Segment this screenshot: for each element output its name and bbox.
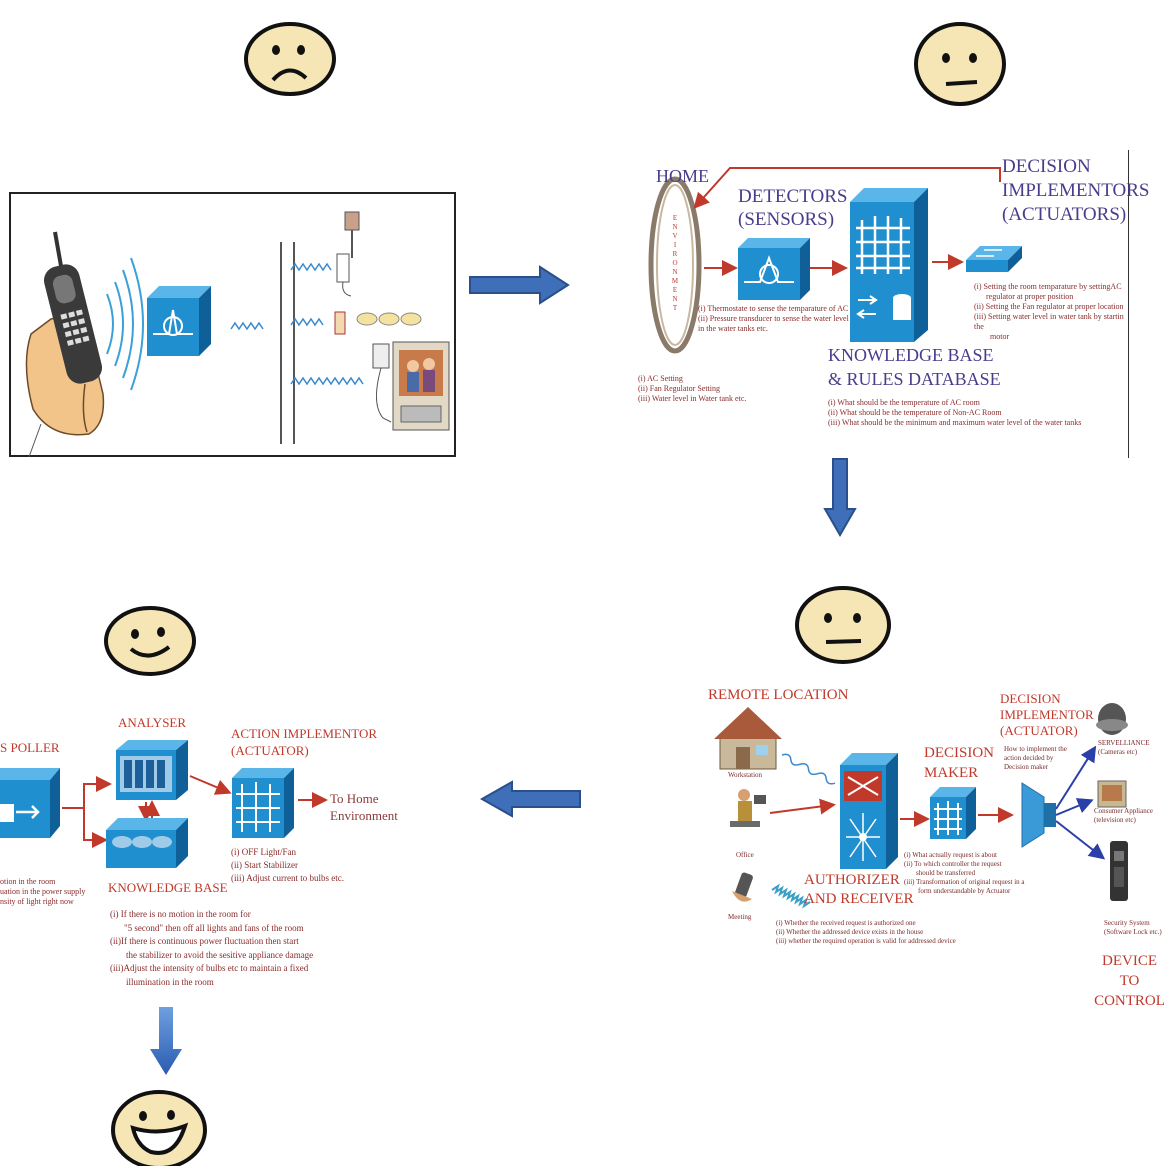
knowledge-base-label: KNOWLEDGE BASE & RULES DATABASE: [828, 345, 1001, 389]
device-to-control-label: DEVICE TO CONTROL: [1094, 953, 1165, 1009]
remote-control-illustration: [9, 192, 456, 458]
knowledge-base-label-2: KNOWLEDGE BASE: [108, 880, 228, 895]
security-system-label: Security System (Software Lock etc.): [1104, 919, 1162, 936]
environment-letter: V: [672, 232, 678, 240]
workstation-label: Workstation: [728, 771, 763, 779]
neutral-face-icon: [914, 22, 1006, 106]
environment-letter: R: [672, 250, 678, 258]
meeting-label: Meeting: [728, 913, 752, 921]
remote-control-diagram: REMOTE LOCATION Workstation Office Meeti…: [700, 685, 1167, 1009]
neutral-face-icon-2: [795, 586, 891, 664]
poller-notes: otion in the room uation in the power su…: [0, 877, 86, 906]
action-notes: (i) OFF Light/Fan (ii) Start Stabilizer …: [231, 847, 344, 883]
arrow-right-icon: [469, 265, 570, 305]
actuator-notes: (i) Setting the room temparature by sett…: [974, 282, 1124, 341]
office-label: Office: [736, 851, 754, 859]
environment-letter: E: [672, 214, 678, 222]
knowledge-base-notes-2: (i) If there is no motion in the room fo…: [110, 909, 314, 987]
action-implementor-label: ACTION IMPLEMENTOR (ACTUATOR): [231, 726, 378, 758]
implementor-note: How to implement the action decided by D…: [1004, 745, 1067, 771]
decision-maker-notes: (i) What actually request is about (ii) …: [904, 851, 1025, 895]
environment-letter: I: [673, 241, 677, 249]
environment-letter: O: [672, 259, 678, 267]
detectors-label: DETECTORS (SENSORS): [738, 186, 848, 230]
knowledge-base-notes: (i) What should be the temperature of AC…: [828, 398, 1082, 427]
environment-letter: N: [672, 223, 678, 231]
poller-label: S POLLER: [0, 740, 60, 755]
authorizer-notes: (i) Whether the received request is auth…: [776, 919, 956, 945]
smile-face-icon: [104, 606, 196, 676]
environment-letter: T: [672, 304, 678, 312]
authorizer-label: AUTHORIZER AND RECEIVER: [804, 872, 914, 907]
home-automation-diagram: S POLLER ANALYSER ACTION IMPLEMENTOR (AC…: [0, 712, 420, 992]
remote-location-label: REMOTE LOCATION: [708, 687, 849, 703]
sensor-notes: (i) Thermostate to sense the temparature…: [698, 304, 849, 333]
big-smile-face-icon: [111, 1090, 207, 1166]
arrow-down-icon-2: [150, 1007, 182, 1075]
decision-maker-label: DECISION MAKER: [924, 745, 994, 781]
environment-letter: M: [671, 277, 679, 285]
surveillance-label: SERVELLIANCE (Cameras etc): [1098, 739, 1150, 756]
environment-letter: N: [672, 295, 678, 303]
to-home-environment-label: To Home Environment: [330, 791, 398, 823]
environment-notes: (i) AC Setting (ii) Fan Regulator Settin…: [638, 374, 747, 403]
home-label: HOME: [656, 166, 709, 186]
decision-implementor-label: DECISION IMPLEMENTOR (ACTUATOR): [1000, 691, 1094, 738]
environment-letter: E: [672, 286, 678, 294]
arrow-down-icon: [823, 458, 857, 538]
environment-letter: N: [672, 268, 678, 276]
arrow-left-icon: [479, 780, 581, 818]
analyser-label: ANALYSER: [118, 715, 187, 730]
consumer-appliance-label: Consumer Appliance (television etc): [1094, 807, 1153, 824]
decision-implementors-label: DECISION IMPLEMENTORS (ACTUATORS): [1002, 156, 1150, 225]
sad-face-icon: [244, 22, 336, 96]
